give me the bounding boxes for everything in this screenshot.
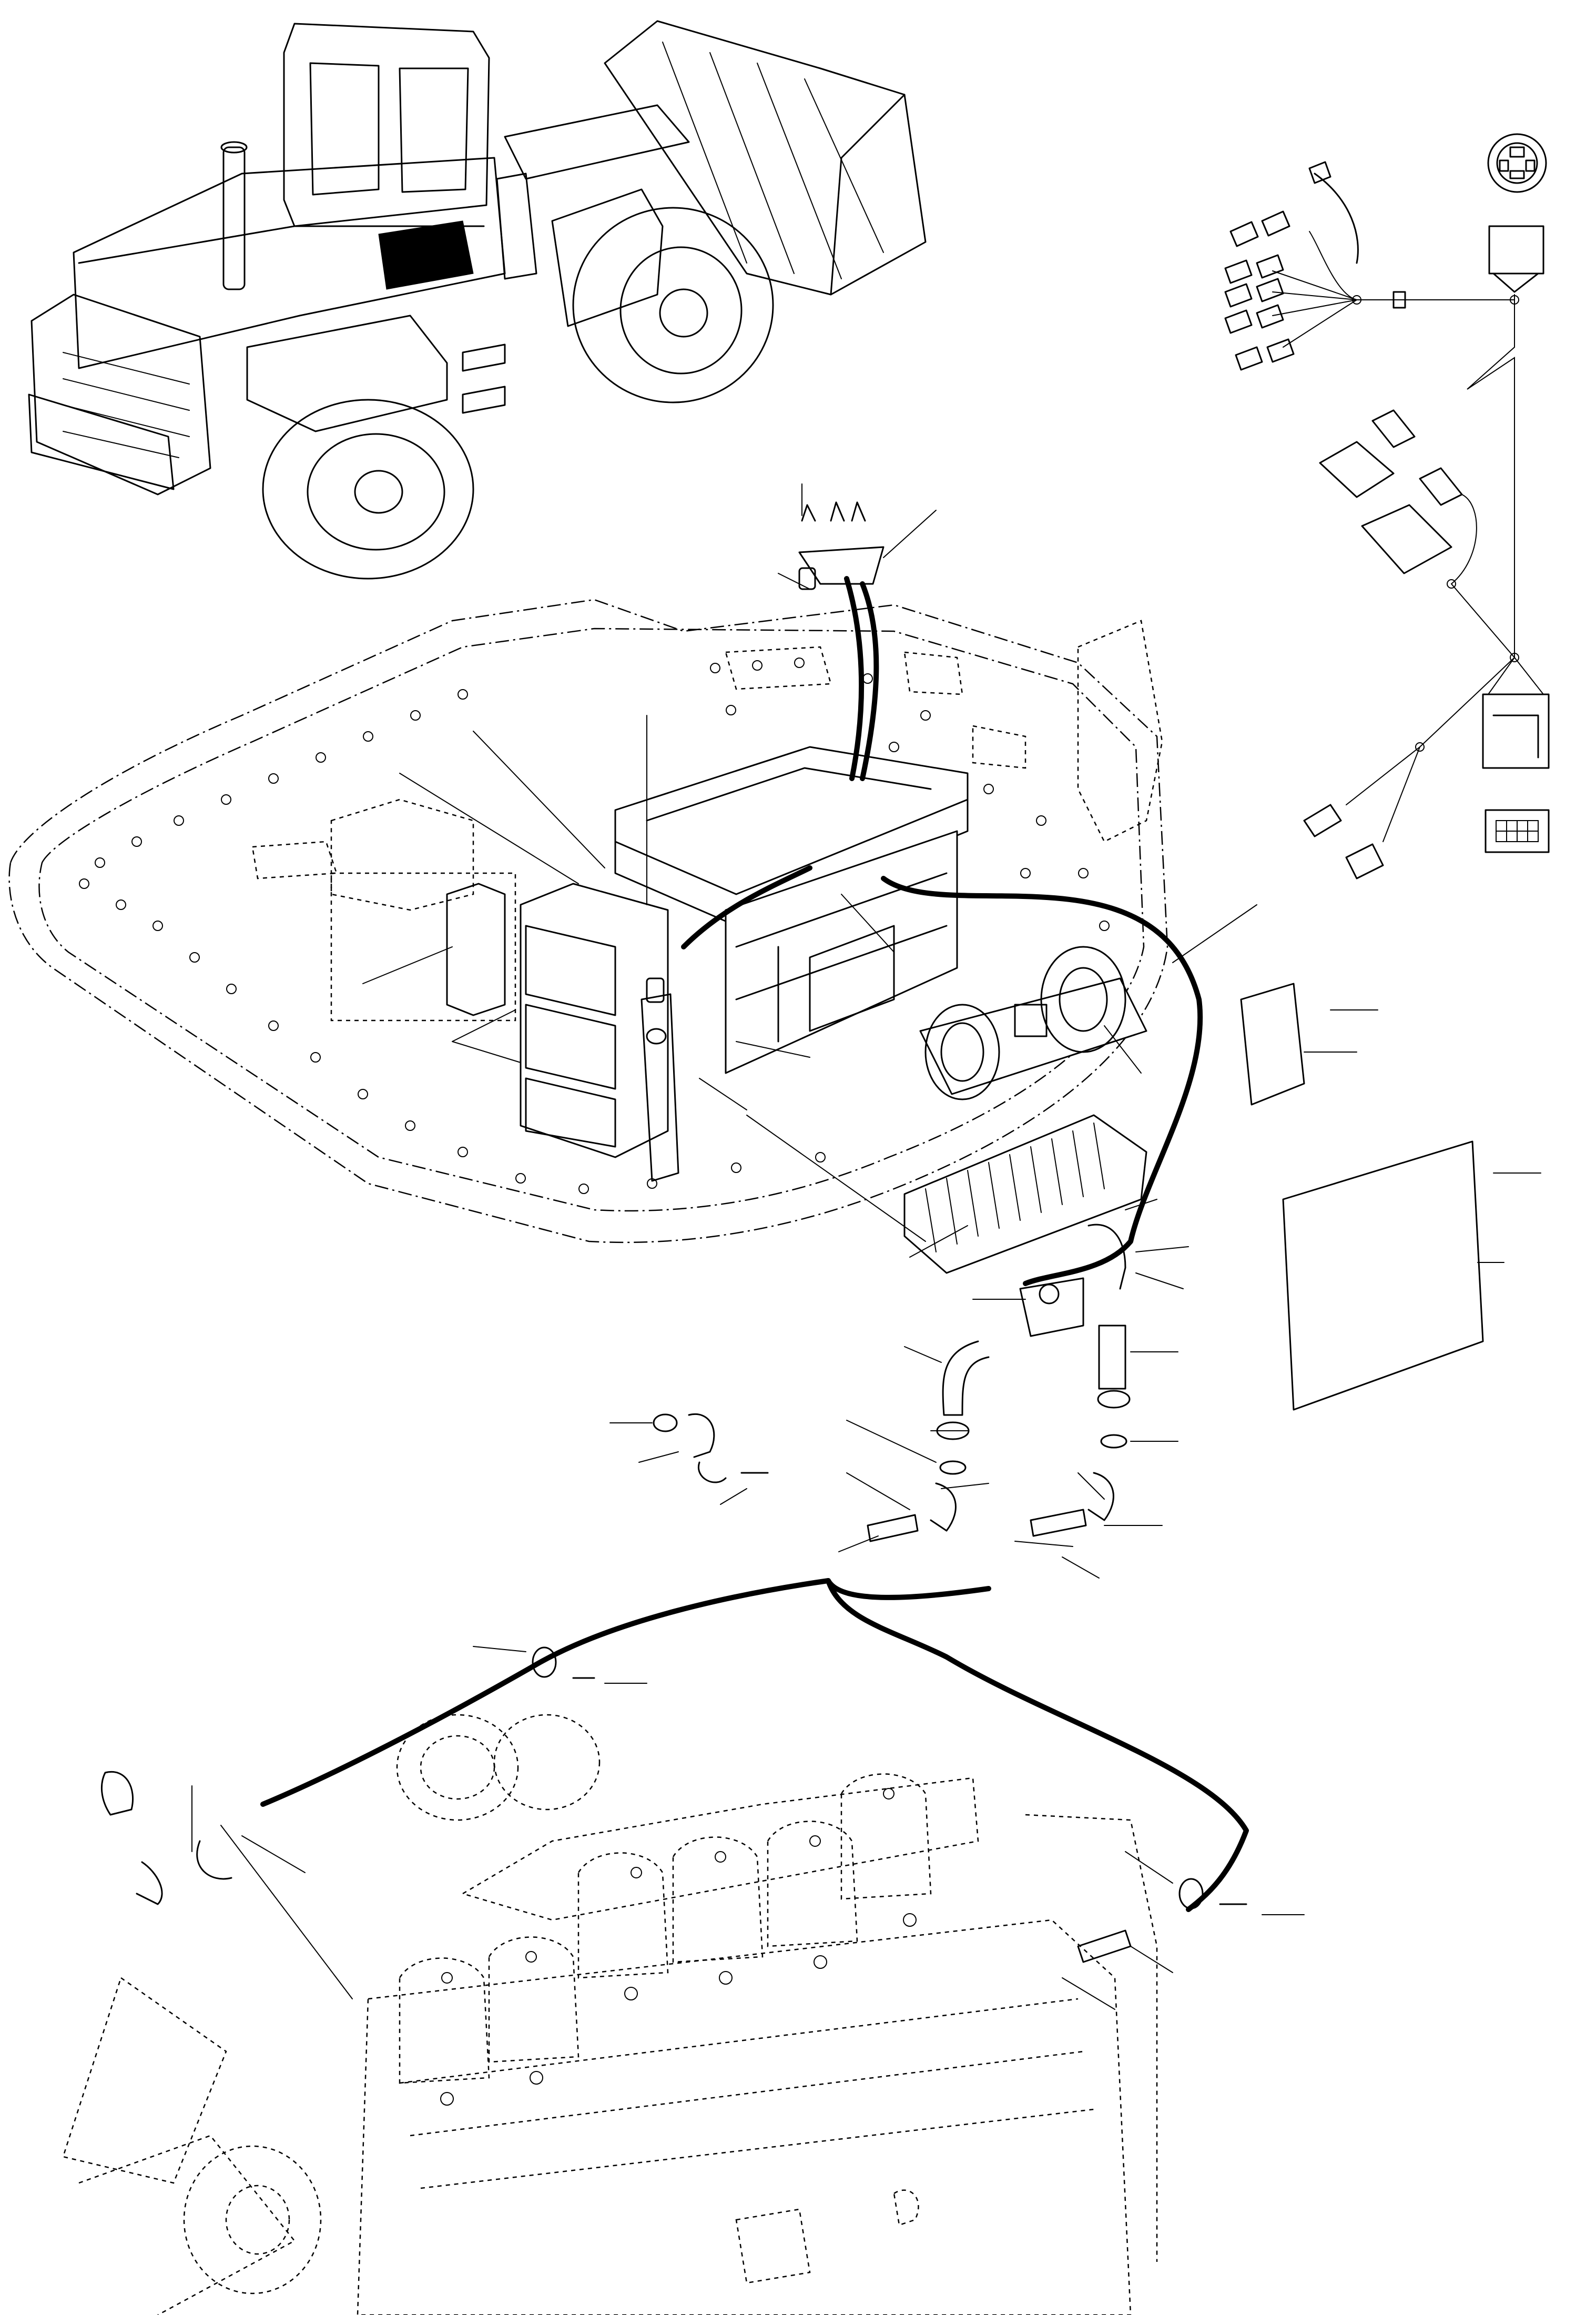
cab-floor-plate xyxy=(8,599,1168,1244)
round-connector-icon xyxy=(1487,133,1547,193)
multi-pin-connector-icon xyxy=(1485,809,1550,853)
leader-lines xyxy=(191,483,1541,2010)
heater-unit xyxy=(330,501,1484,1411)
heater-hoses xyxy=(100,576,1249,1963)
wiring-harness xyxy=(1224,133,1550,880)
engine-assembly xyxy=(62,1714,1158,2315)
wheel-loader-icon xyxy=(28,20,927,580)
